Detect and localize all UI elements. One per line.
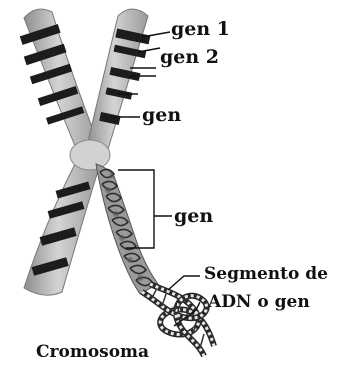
label-gene-1: gen 1 bbox=[171, 20, 230, 39]
leader-gene2 bbox=[138, 48, 160, 52]
dna-double-helix bbox=[142, 284, 214, 356]
label-dna-segment-line2: ADN o gen bbox=[208, 294, 310, 311]
leader-gene1 bbox=[142, 32, 170, 37]
label-gene-4: gen bbox=[174, 207, 213, 226]
label-gene-2: gen 2 bbox=[160, 48, 219, 67]
label-dna-segment-line1: Segmento de bbox=[204, 266, 328, 283]
label-gene-3: gen bbox=[142, 106, 181, 125]
caption-chromosome: Cromosoma bbox=[36, 344, 149, 361]
centromere bbox=[70, 140, 110, 170]
lower-left-chromatid bbox=[24, 158, 100, 295]
upper-left-chromatid bbox=[20, 9, 100, 158]
leader-segment-top bbox=[168, 276, 200, 290]
coiled-chromatin bbox=[96, 164, 158, 294]
upper-right-chromatid bbox=[86, 9, 150, 156]
